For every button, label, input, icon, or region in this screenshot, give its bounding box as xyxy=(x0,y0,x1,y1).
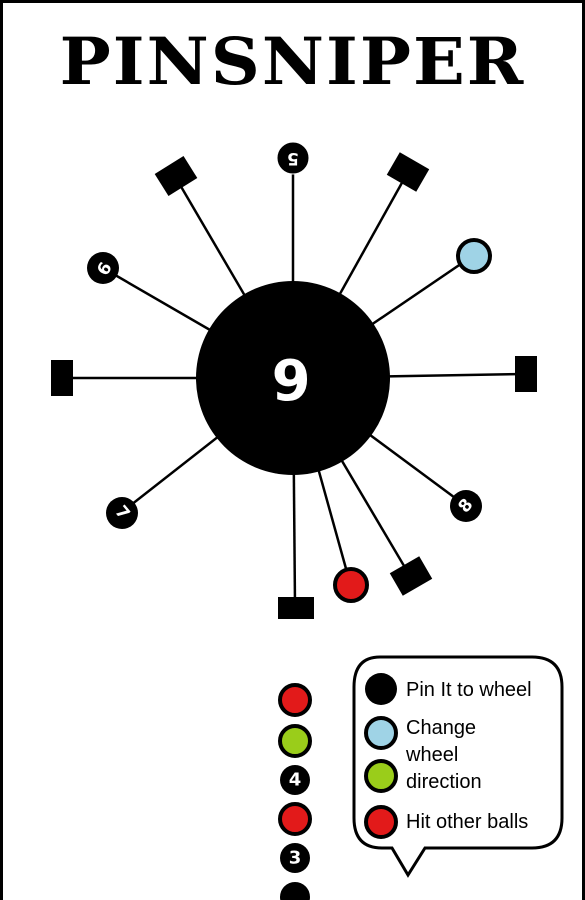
queue-ball-red xyxy=(278,683,312,717)
rect-pin xyxy=(515,356,537,392)
rect-pin xyxy=(51,360,73,396)
numbered-pin: 7 xyxy=(106,497,138,529)
legend-black-ball-icon xyxy=(365,673,397,705)
legend-green-ball-icon xyxy=(364,759,398,793)
numbered-pin: 8 xyxy=(450,490,482,522)
pin-label: 5 xyxy=(287,148,299,168)
queue-ball-black xyxy=(280,765,310,795)
rect-pin xyxy=(154,155,198,197)
hub-number: 6 xyxy=(272,346,311,411)
rect-pin xyxy=(386,152,430,192)
queue-ball-black xyxy=(280,882,310,900)
wheel-hub xyxy=(196,281,390,475)
queue-ball-red xyxy=(278,802,312,836)
queue-counter: 3 xyxy=(289,848,302,869)
blue-pin xyxy=(456,238,492,274)
legend-text-4: Hit other balls xyxy=(406,811,529,833)
legend-text-2b: wheel xyxy=(406,744,459,766)
legend-red-ball-icon xyxy=(364,805,398,839)
legend-text-2c: direction xyxy=(406,771,482,793)
ball-queue: 4 3 xyxy=(278,683,312,900)
queue-ball-green xyxy=(278,724,312,758)
rect-pin xyxy=(278,597,314,619)
queue-ball-black xyxy=(280,843,310,873)
legend-text-2a: Change xyxy=(406,717,477,739)
red-pin xyxy=(333,567,369,603)
legend-text-1: Pin It to wheel xyxy=(406,679,532,701)
queue-counter: 4 xyxy=(289,770,302,791)
legend-bubble xyxy=(352,655,564,878)
rect-pins xyxy=(51,152,537,619)
rect-pin xyxy=(389,556,433,596)
legend-blue-ball-icon xyxy=(364,716,398,750)
numbered-pin: 5 xyxy=(276,141,310,175)
game-title: PINSNIPER xyxy=(59,24,526,100)
numbered-pin: 9 xyxy=(87,252,119,284)
